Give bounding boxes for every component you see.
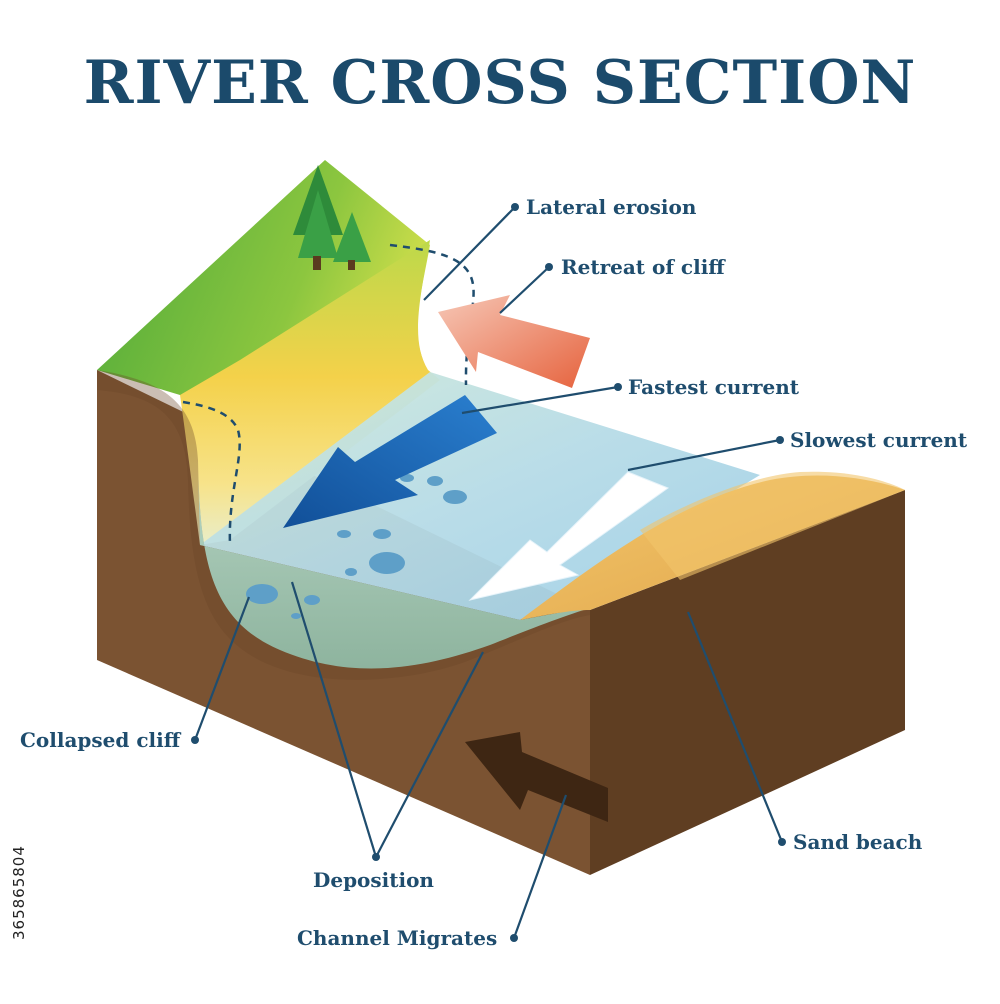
label-sand-beach: Sand beach [793,830,923,854]
side-id-text: 365865804 [10,845,28,940]
label-slowest-current: Slowest current [790,428,968,452]
label-channel-migrates: Channel Migrates [297,926,498,950]
label-fastest-current: Fastest current [628,375,800,399]
sand-bank-top [640,471,905,580]
channel-migrates-arrow [465,732,608,822]
leader-dots [191,203,786,942]
label-deposition: Deposition [313,868,434,892]
leader-lines [193,206,784,939]
retreat-of-cliff-arrow [438,295,590,388]
cliff-face [180,240,440,545]
channel-water-front [97,370,590,680]
side-id-strip: 365865804 [10,760,34,940]
label-retreat-of-cliff: Retreat of cliff [561,255,725,279]
slowest-current-arrow [468,471,670,601]
label-lateral-erosion: Lateral erosion [526,195,697,219]
label-collapsed-cliff: Collapsed cliff [20,728,181,752]
page-title: RIVER CROSS SECTION [83,48,917,118]
tree-icon [293,165,343,270]
soil-right-face [590,490,905,875]
fastest-current-arrow [283,395,497,528]
tree-icon [333,212,371,270]
